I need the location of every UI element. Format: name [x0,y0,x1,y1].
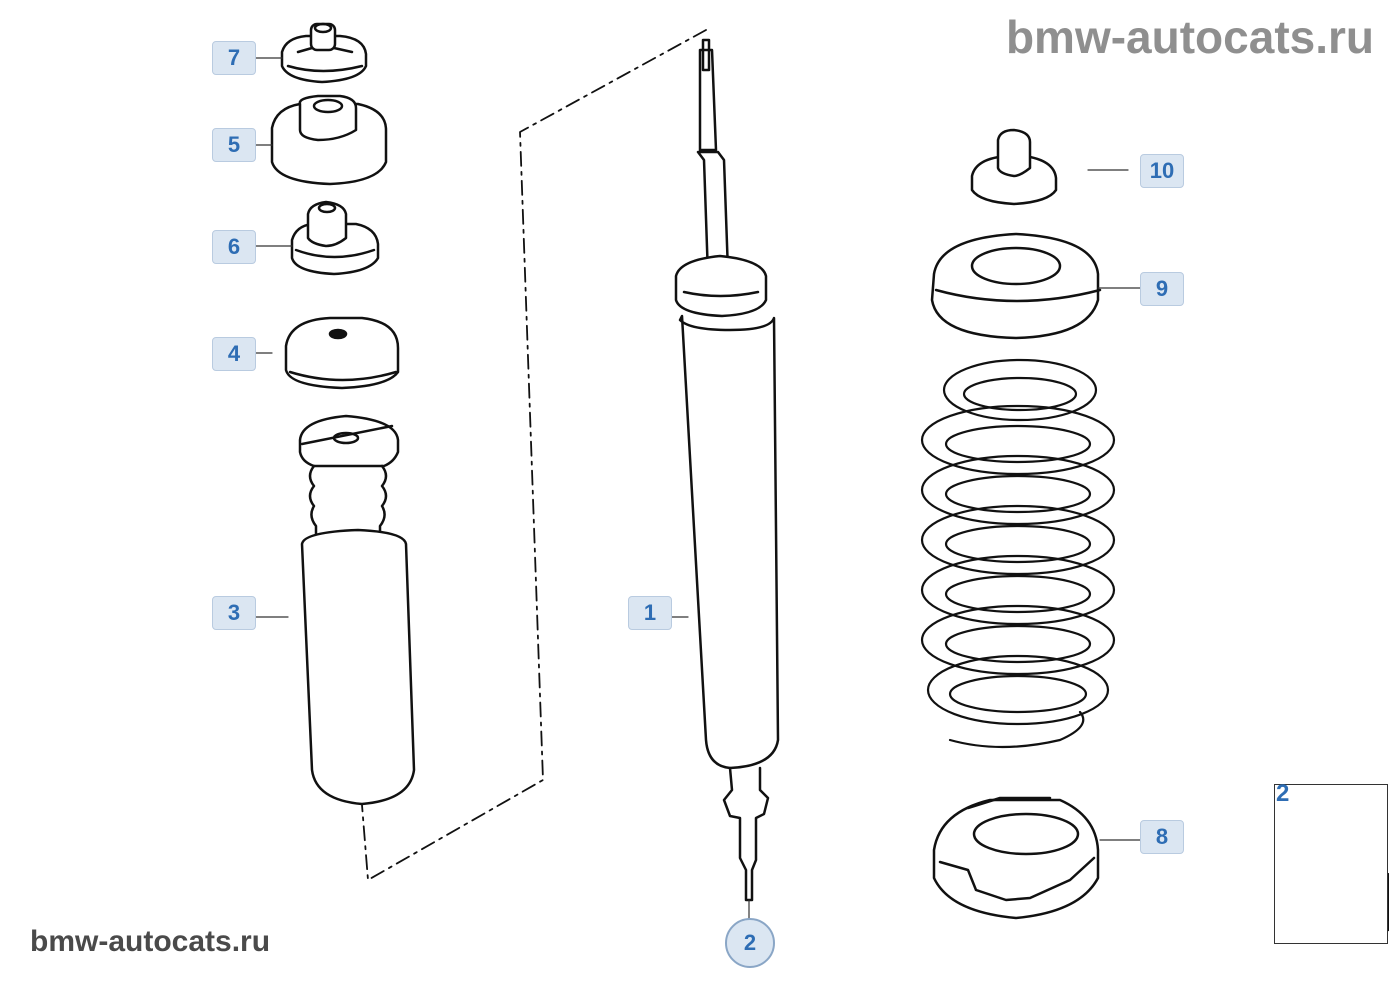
watermark-top: bmw-autocats.ru [1005,11,1374,63]
callout-10[interactable]: 10 [1140,154,1184,188]
callout-6[interactable]: 6 [212,230,256,264]
coil-spring [920,358,1116,749]
callout-4[interactable]: 4 [212,337,256,371]
inset-panel [1274,784,1388,944]
part-8-lower-spring-seat [932,796,1100,920]
inset-label[interactable]: 2 [1276,780,1290,807]
part-4-dust-cap [284,316,400,390]
callout-8[interactable]: 8 [1140,820,1184,854]
callout-2[interactable]: 2 [725,918,775,968]
part-6-mount-bushing [290,200,380,276]
part-5-buffer-cup [270,94,388,186]
part-1-shock-absorber [674,38,780,902]
leader-lines [255,57,1141,921]
callout-1[interactable]: 1 [628,596,672,630]
watermark-bottom: bmw-autocats.ru [30,925,271,958]
callout-7[interactable]: 7 [212,41,256,75]
callout-3[interactable]: 3 [212,596,256,630]
part-9-upper-spring-seat [930,232,1102,340]
part-10-spring-pad [970,128,1058,206]
part-7-top-mount [280,22,368,84]
assembly-dash-line [361,29,707,881]
callout-5[interactable]: 5 [212,128,256,162]
part-3-bump-stop-tube [298,414,416,806]
callout-9[interactable]: 9 [1140,272,1184,306]
